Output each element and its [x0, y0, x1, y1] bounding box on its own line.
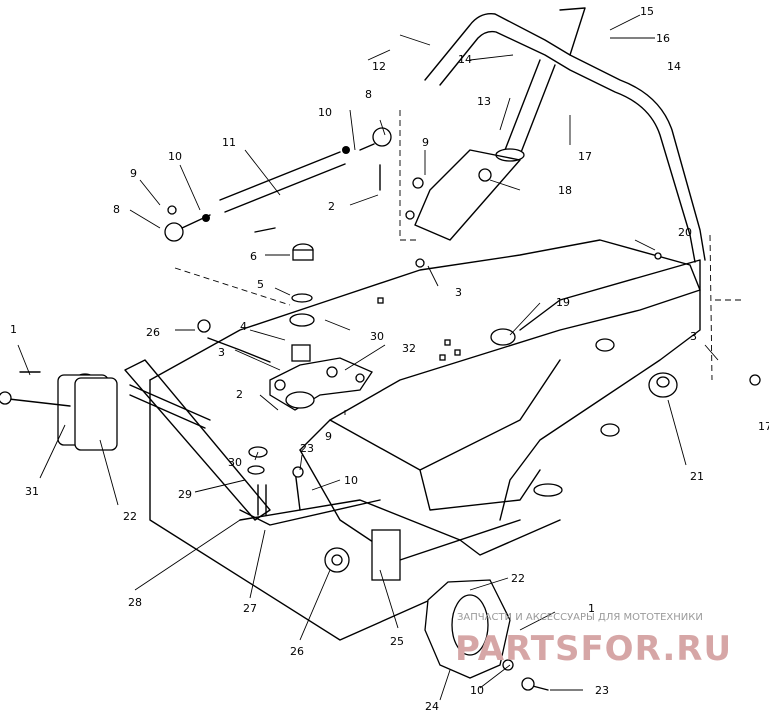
brake-arm	[0, 359, 304, 521]
callout-26: 26	[146, 326, 160, 339]
callout-20: 20	[678, 226, 692, 239]
callout-17: 17	[578, 150, 592, 163]
callout-1: 1	[588, 602, 595, 615]
pivot-assembly	[174, 243, 373, 411]
callout-10: 10	[318, 106, 332, 119]
callout-8: 8	[113, 203, 120, 216]
callout-4: 4	[240, 320, 247, 333]
callout-3: 3	[690, 330, 697, 343]
callout-10: 10	[344, 474, 358, 487]
steering-column	[399, 59, 556, 241]
callout-31: 31	[25, 485, 39, 498]
callout-19: 19	[556, 296, 570, 309]
callout-13: 13	[477, 95, 491, 108]
callout-25: 25	[390, 635, 404, 648]
callout-17: 17	[758, 420, 769, 433]
watermark: ЗАПЧАСТИ И АКСЕССУАРЫ ДЛЯ МОТОТЕХНИКИ PA…	[455, 612, 732, 669]
callout-14: 14	[458, 53, 472, 66]
callout-15: 15	[640, 5, 654, 18]
callout-26: 26	[290, 645, 304, 658]
callout-23: 23	[595, 684, 609, 697]
handlebar	[424, 7, 745, 381]
watermark-tagline: ЗАПЧАСТИ И АКСЕССУАРЫ ДЛЯ МОТОТЕХНИКИ	[457, 612, 703, 623]
leader-lines	[17, 14, 719, 701]
callout-30: 30	[228, 456, 242, 469]
callout-9: 9	[422, 136, 429, 149]
callout-8: 8	[365, 88, 372, 101]
callout-labels: 15 16 14 14 12 13 8 10 17 11 9 10 9 18 2…	[10, 5, 769, 711]
callout-27: 27	[243, 602, 257, 615]
callout-10: 10	[168, 150, 182, 163]
callout-29: 29	[178, 488, 192, 501]
callout-16: 16	[656, 32, 670, 45]
callout-2: 2	[328, 200, 335, 213]
callout-1: 1	[10, 323, 17, 336]
callout-28: 28	[128, 596, 142, 609]
callout-22: 22	[511, 572, 525, 585]
callout-21: 21	[690, 470, 704, 483]
callout-12: 12	[372, 60, 386, 73]
callout-3: 3	[455, 286, 462, 299]
callout-2: 2	[236, 388, 243, 401]
callout-10: 10	[470, 684, 484, 697]
callout-9: 9	[325, 430, 332, 443]
callout-23: 23	[300, 442, 314, 455]
callout-11: 11	[222, 136, 236, 149]
bushings	[324, 252, 761, 581]
callout-22: 22	[123, 510, 137, 523]
callout-24: 24	[425, 700, 439, 711]
caliper-inset	[424, 579, 549, 691]
callout-5: 5	[257, 278, 264, 291]
callout-32: 32	[402, 342, 416, 355]
callout-3: 3	[218, 346, 225, 359]
callout-18: 18	[558, 184, 572, 197]
callout-14: 14	[667, 60, 681, 73]
watermark-logo: PARTSFOR.RU	[455, 629, 732, 669]
callout-6: 6	[250, 250, 257, 263]
callout-9: 9	[130, 167, 137, 180]
tie-rod	[164, 127, 424, 242]
frame-plate	[149, 239, 701, 641]
callout-30: 30	[370, 330, 384, 343]
